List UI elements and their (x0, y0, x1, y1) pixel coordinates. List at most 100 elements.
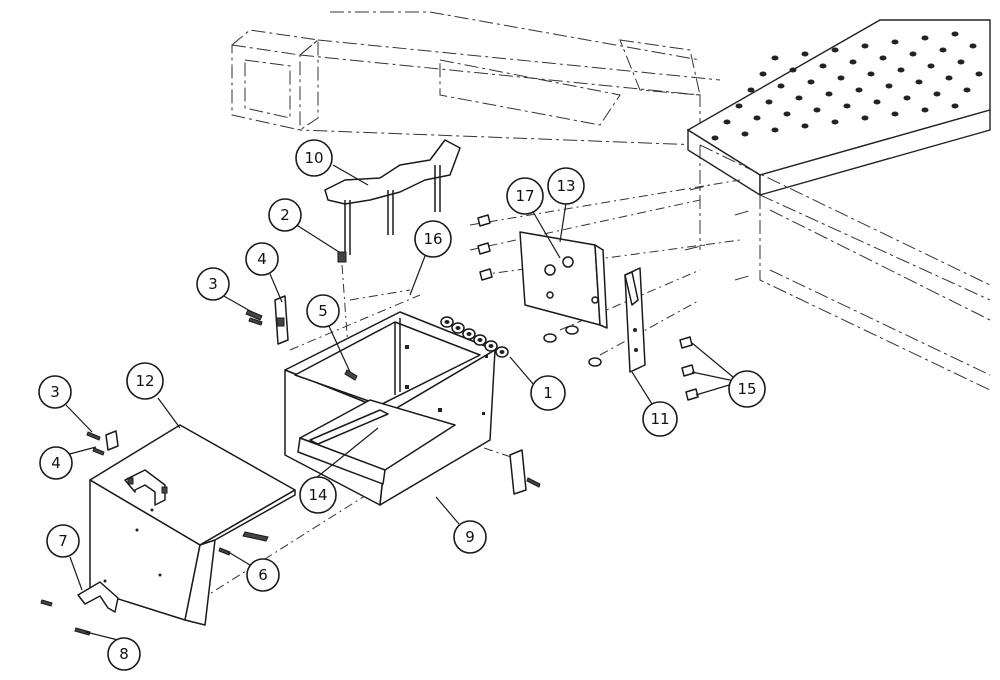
deck-hole (873, 99, 881, 105)
deck-hole (843, 103, 851, 109)
svg-text:11: 11 (650, 410, 669, 428)
nut-bore (488, 344, 494, 348)
part-1-nuts (440, 316, 509, 358)
deck-hole (723, 119, 731, 125)
deck-hole (921, 35, 929, 41)
svg-text:5: 5 (318, 302, 328, 320)
part-7-handle (77, 581, 119, 613)
callout-10: 10 (295, 139, 333, 177)
callout-11: 11 (642, 401, 678, 437)
perforated-deck-plate (686, 19, 991, 176)
deck-hole (963, 87, 971, 93)
callout-16: 16 (414, 220, 452, 258)
callout-9: 9 (453, 520, 487, 554)
callout-13: 13 (547, 167, 585, 205)
svg-text:15: 15 (737, 380, 756, 398)
svg-text:4: 4 (51, 454, 61, 472)
svg-text:14: 14 (308, 486, 327, 504)
deck-hole (831, 119, 839, 125)
nut-bore (466, 332, 472, 336)
deck-hole (801, 123, 809, 129)
deck-hole (927, 63, 935, 69)
svg-text:17: 17 (515, 187, 534, 205)
deck-holes (711, 31, 983, 141)
part-2-bolt (337, 251, 347, 263)
deck-hole (939, 47, 947, 53)
svg-text:3: 3 (208, 275, 218, 293)
deck-hole (765, 99, 773, 105)
deck-hole (933, 91, 941, 97)
deck-hole (837, 75, 845, 81)
callout-14: 14 (299, 476, 337, 514)
deck-hole (951, 31, 959, 37)
part-11-side-bracket (624, 267, 646, 373)
deck-hole (903, 95, 911, 101)
part-12-lid (77, 424, 296, 626)
svg-text:8: 8 (119, 645, 129, 663)
part-15-bolts (679, 336, 699, 401)
part-13-mounting-plate (519, 231, 608, 329)
callout-17: 17 (506, 177, 544, 215)
svg-text:1: 1 (543, 384, 553, 402)
deck-hole (807, 79, 815, 85)
deck-hole (975, 71, 983, 77)
svg-text:12: 12 (135, 372, 154, 390)
deck-hole (801, 51, 809, 57)
callouts: 1 2 3 3 4 4 5 6 7 8 9 10 11 12 13 14 15 … (38, 139, 766, 671)
bolt (477, 242, 491, 255)
deck-hole (945, 75, 953, 81)
part-9-box-body (284, 311, 496, 506)
callout-12: 12 (126, 362, 164, 400)
part-4-latch (274, 295, 289, 345)
deck-hole (771, 127, 779, 133)
deck-hole (885, 83, 893, 89)
deck-hole (753, 115, 761, 121)
deck-hole (951, 103, 959, 109)
deck-hole (957, 59, 965, 65)
leader-lines (65, 164, 740, 641)
svg-text:16: 16 (423, 230, 442, 248)
bolt (679, 336, 693, 349)
bolt (477, 214, 491, 227)
callout-1: 1 (530, 375, 566, 411)
callout-2: 2 (268, 198, 302, 232)
svg-text:13: 13 (556, 177, 575, 195)
deck-hole (777, 83, 785, 89)
callout-4: 4 (39, 446, 73, 480)
deck-hole (825, 91, 833, 97)
part-5-screw (344, 369, 358, 381)
deck-hole (909, 51, 917, 57)
svg-text:9: 9 (465, 528, 475, 546)
callout-3: 3 (196, 267, 230, 301)
part-14-divider (309, 409, 389, 445)
deck-hole (969, 43, 977, 49)
bolt (685, 388, 699, 401)
deck-hole (891, 39, 899, 45)
part-4-side-latch (509, 449, 541, 495)
nut-bore (455, 326, 461, 330)
deck-hole (711, 135, 719, 141)
nut-bore (477, 338, 483, 342)
callout-4: 4 (245, 242, 279, 276)
part-3-screws (245, 309, 263, 326)
deck-hole (879, 55, 887, 61)
deck-hole (783, 111, 791, 117)
deck-hole (921, 107, 929, 113)
callout-6: 6 (246, 558, 280, 592)
deck-hole (759, 71, 767, 77)
nut-bore (444, 320, 450, 324)
svg-text:6: 6 (258, 566, 268, 584)
callout-8: 8 (107, 637, 141, 671)
bolt (479, 268, 493, 281)
deck-hole (849, 59, 857, 65)
svg-text:2: 2 (280, 206, 290, 224)
svg-text:4: 4 (257, 250, 267, 268)
deck-hole (855, 87, 863, 93)
callout-15: 15 (728, 370, 766, 408)
deck-hole (861, 115, 869, 121)
bolt (681, 364, 695, 377)
callout-3: 3 (38, 375, 72, 409)
deck-hole (771, 55, 779, 61)
vehicle-frame (231, 11, 991, 391)
